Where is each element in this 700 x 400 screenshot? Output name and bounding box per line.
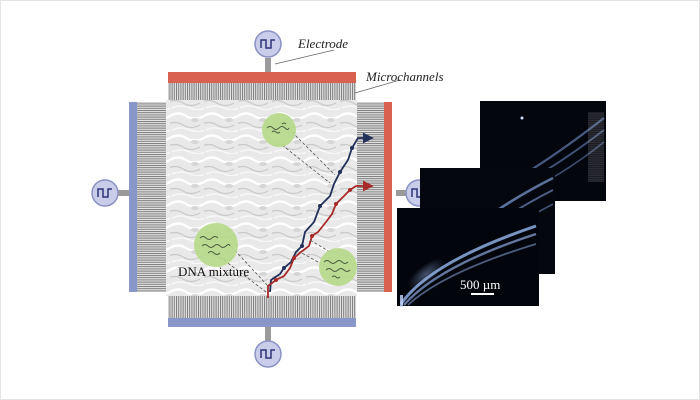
square-wave-icon [91, 179, 119, 207]
scale-bar-label: 500 µm [460, 277, 500, 292]
dna-zoom-circle-right [319, 248, 357, 286]
microchannels-label-leader [354, 79, 401, 94]
dna-zoom-circle-top [262, 113, 296, 147]
square-wave-icon [254, 30, 282, 58]
separation-path-red [267, 180, 374, 298]
electrode-right [384, 102, 392, 292]
electrode-label: Electrode [297, 36, 348, 51]
electrode-leads [117, 58, 408, 344]
microchannels-label: Microchannels [365, 69, 444, 84]
scale-bar [471, 293, 494, 295]
micrograph-front [397, 208, 539, 307]
square-wave-icon [254, 340, 282, 368]
zoom-leader-lines [219, 131, 336, 293]
microchannels-left [137, 102, 166, 292]
dna-mixture-label: DNA mixture [178, 264, 249, 279]
microchannels-bottom [168, 296, 356, 318]
separation-path-navy [269, 132, 374, 293]
dna-zoom-circle-left [194, 223, 238, 267]
electrode-bottom [168, 318, 356, 327]
electrode-label-leader [274, 49, 335, 65]
electrode-top [168, 72, 356, 83]
microchannels-right [357, 102, 384, 292]
electrode-left [129, 102, 137, 292]
microchannels-top [168, 83, 356, 100]
